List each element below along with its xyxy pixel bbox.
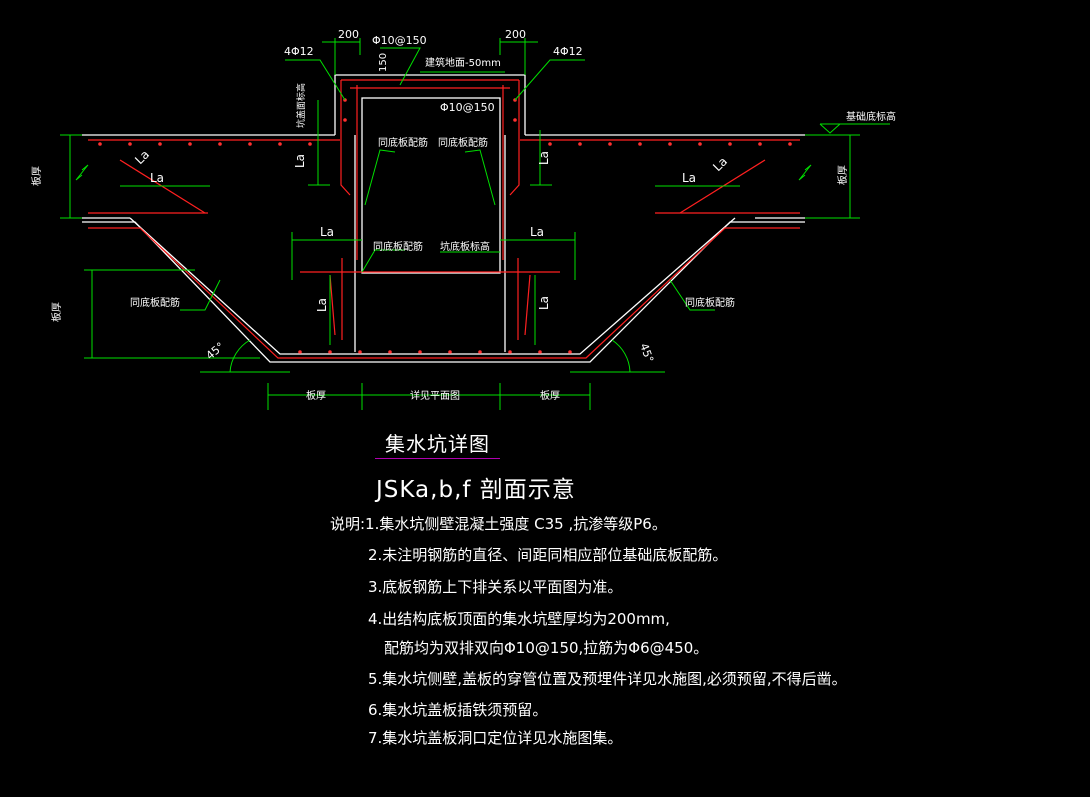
slab-thickness-lower-left: 板厚 [50,302,63,322]
pit-cover-elevation: 坑盖面标高 [295,83,307,128]
finish-floor-label: 建筑地面-50mm [425,56,501,69]
dim-la-low-left: La [315,298,329,312]
dimension-lines [60,38,890,410]
drawing-title: 集水坑详图 [385,432,490,456]
dim-la-mid-right: La [530,225,544,239]
dim-la-right-vert: La [537,151,551,165]
dim-la-low-right: La [537,296,551,310]
slab-thickness-bottom-left: 板厚 [306,389,326,402]
dim-la-left-h: La [150,171,164,185]
note-2: 2.未注明钢筋的直径、间距同相应部位基础底板配筋。 [368,546,728,564]
rebar-phi10-150-inner: Φ10@150 [440,101,495,114]
rebar-phi10-150-top: Φ10@150 [372,34,427,47]
angle-45-right: 45° [637,342,656,365]
rebar-4phi12-left: 4Φ12 [284,45,314,58]
dim-200-right: 200 [505,28,526,41]
note-5: 5.集水坑侧壁,盖板的穿管位置及预埋件详见水施图,必须预留,不得后凿。 [368,670,847,688]
note-3: 3.底板钢筋上下排关系以平面图为准。 [368,578,623,596]
drawing-labels: 200 200 4Φ12 4Φ12 Φ10@150 150 建筑地面-50mm … [30,28,896,402]
drawing-subtitle: JSKa,b,f 剖面示意 [376,477,576,503]
dim-200-left: 200 [338,28,359,41]
dim-la-mid-left: La [320,225,334,239]
note-7: 7.集水坑盖板洞口定位详见水施图集。 [368,729,623,747]
left-slope-rebar-label: 同底板配筋 [130,296,180,309]
note-4-continued: 配筋均为双排双向Φ10@150,拉筋为Φ6@450。 [384,639,709,657]
rebar-lines [88,79,800,359]
note-1: 说明:1.集水坑侧壁混凝土强度 C35 ,抗渗等级P6。 [330,515,667,533]
rebar-4phi12-right: 4Φ12 [553,45,583,58]
dim-la-left-top: La [132,147,152,167]
note-4: 4.出结构底板顶面的集水坑壁厚均为200mm, [368,610,670,628]
dim-150: 150 [378,53,389,72]
dim-la-right-h: La [682,171,696,185]
right-slope-rebar-label: 同底板配筋 [685,296,735,309]
see-plan-label: 详见平面图 [410,389,460,402]
dim-la-left-vert: La [293,154,307,168]
note-6: 6.集水坑盖板插铁须预留。 [368,701,548,719]
concrete-outline [82,74,805,363]
title-underline [375,458,500,459]
pit-bottom-elevation: 坑底板标高 [440,240,490,253]
pit-section-drawing: 200 200 4Φ12 4Φ12 Φ10@150 150 建筑地面-50mm … [30,28,896,410]
slab-thickness-right: 板厚 [836,165,849,185]
foundation-bottom-elevation: 基础底标高 [846,110,896,123]
same-bottom-rebar-label-1: 同底板配筋 [378,136,428,149]
slab-thickness-left: 板厚 [30,166,43,186]
angle-45-left: 45° [204,340,227,362]
slab-thickness-bottom-right: 板厚 [540,389,560,402]
same-bottom-rebar-label-3: 同底板配筋 [373,240,423,253]
same-bottom-rebar-label-2: 同底板配筋 [438,136,488,149]
rebar-dots [98,98,792,354]
dim-la-right-top: La [710,154,730,174]
